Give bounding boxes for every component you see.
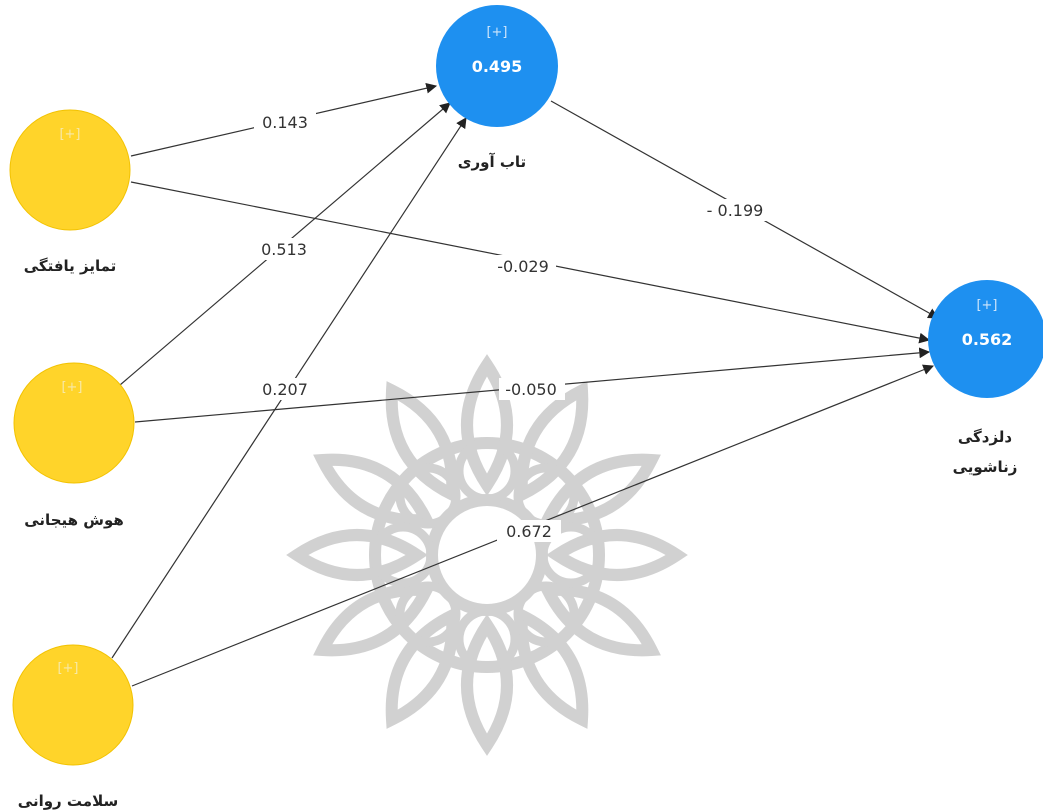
node-resilience-value: 0.495 [472,57,523,76]
node-resilience-marker: [+] [486,25,507,40]
coef-emotional-resilience: 0.513 [261,240,307,259]
node-burnout-label-line1: دلزدگی [958,428,1013,446]
watermark-rosette [297,354,677,745]
coef-differentiation-burnout: -0.029 [497,257,549,276]
node-mental-marker: [+] [57,661,78,676]
node-differentiation-label: تمایز یافتگی [24,257,117,275]
node-burnout-marker: [+] [976,298,997,313]
coef-resilience-burnout: - 0.199 [707,201,764,220]
node-mental-label: سلامت روانی [18,792,118,810]
node-mental-health[interactable]: [+] [12,644,134,766]
node-burnout-value: 0.562 [962,330,1013,349]
coef-differentiation-resilience: 0.143 [262,113,308,132]
node-burnout-label-line2: زناشویی [953,458,1018,476]
coef-mental-burnout: 0.672 [506,522,552,541]
node-differentiation[interactable]: [+] [9,109,131,231]
node-marital-burnout[interactable]: [+] 0.562 [928,280,1043,398]
coef-mental-resilience: 0.207 [262,380,308,399]
node-differentiation-marker: [+] [59,127,80,142]
coef-emotional-burnout: -0.050 [505,380,557,399]
node-emotional-marker: [+] [61,380,82,395]
node-emotional-intelligence[interactable]: [+] [13,362,135,484]
node-resilience-label: تاب آوری [458,153,526,171]
node-resilience[interactable]: [+] 0.495 [436,5,558,127]
node-emotional-label: هوش هیجانی [24,511,124,529]
